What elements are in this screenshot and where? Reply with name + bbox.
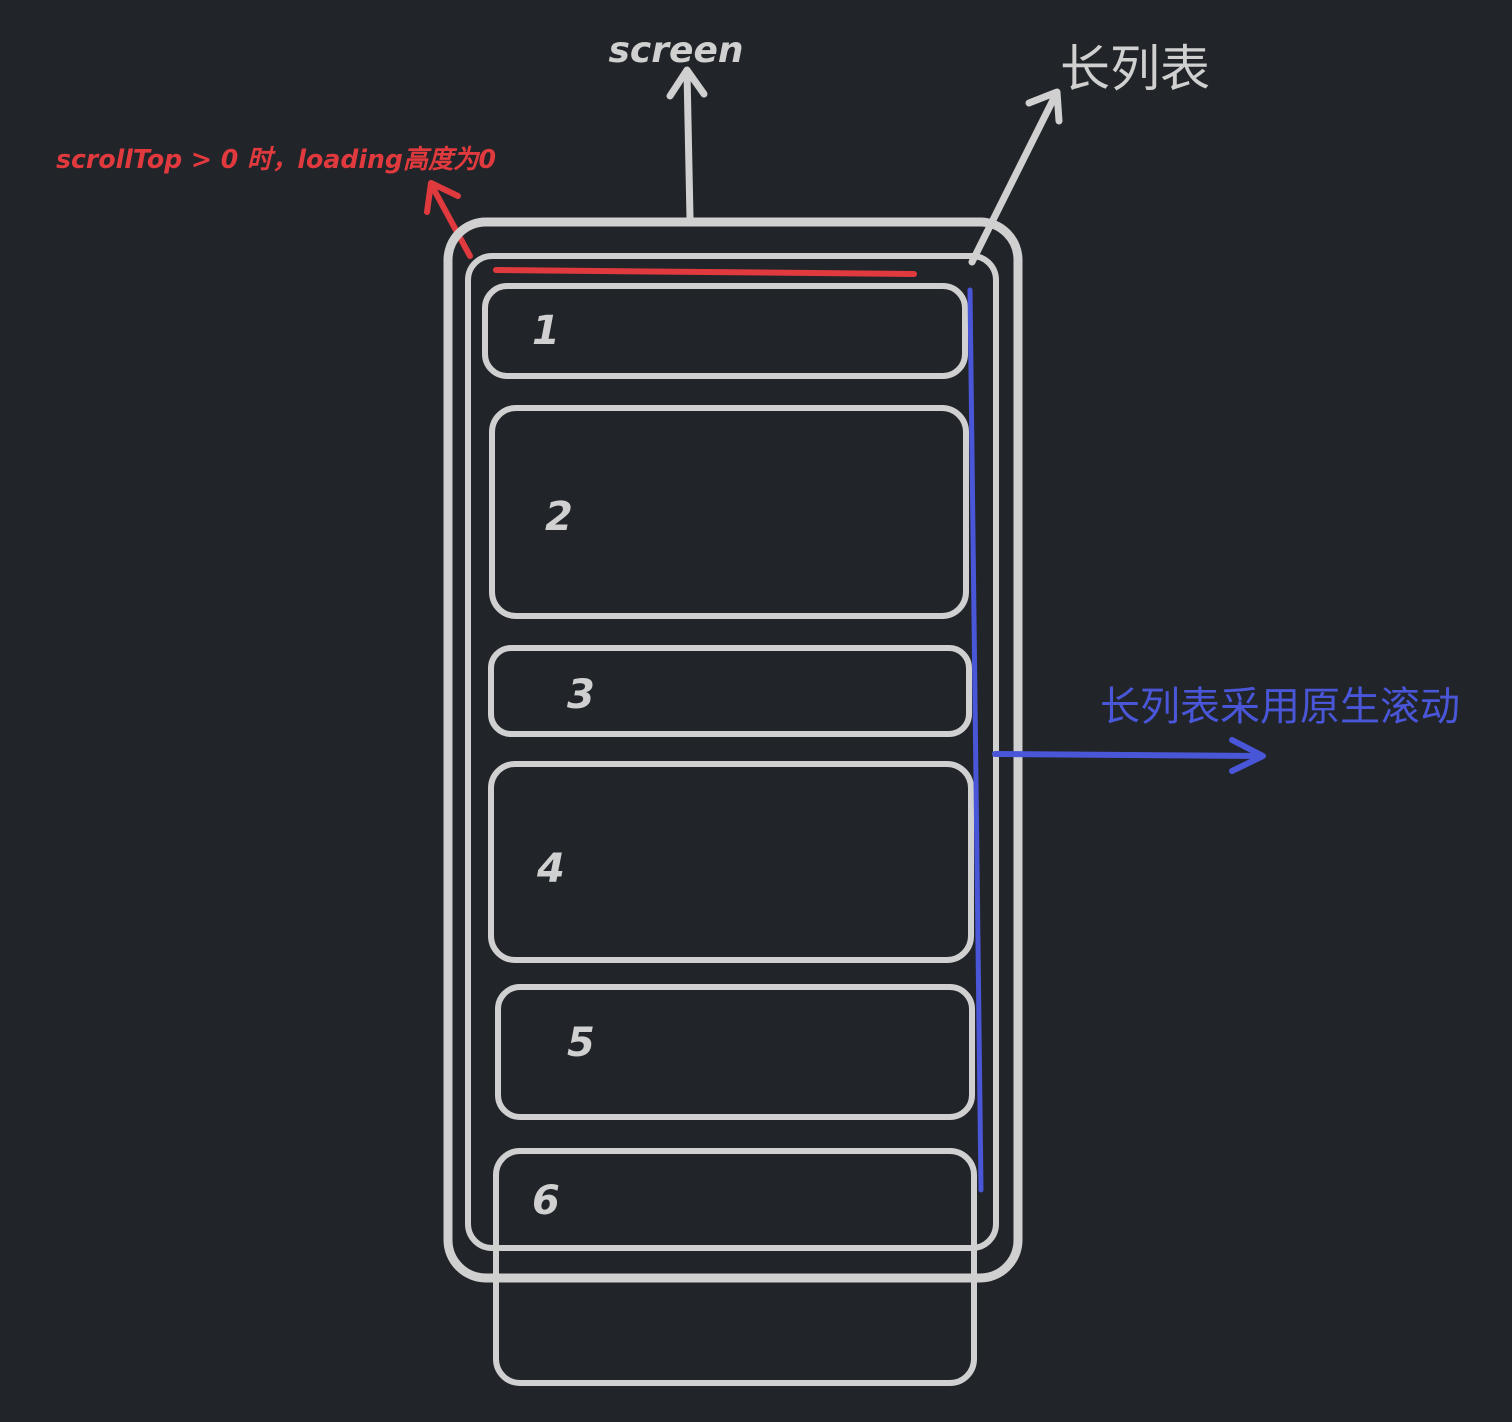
list-item: 4 <box>488 761 974 963</box>
long-list-arrow <box>968 88 1063 266</box>
loading-note-arrow <box>424 180 473 259</box>
list-item-number: 3 <box>567 672 595 718</box>
list-item-box <box>488 645 972 737</box>
native-scroll-label: 长列表采用原生滚动 <box>1100 684 1460 730</box>
loading-bar <box>493 267 917 277</box>
list-item-box <box>488 761 974 963</box>
list-item-number: 2 <box>545 494 573 540</box>
screen-arrow <box>666 66 708 222</box>
list-item: 2 <box>489 405 969 619</box>
loading-note-label: scrollTop > 0 时，loading高度为0 <box>56 145 496 175</box>
screen-label: screen <box>609 30 744 71</box>
list-item: 5 <box>495 984 975 1120</box>
list-item: 6 <box>493 1148 977 1386</box>
long-list-container <box>465 253 999 1251</box>
scroll-track-line <box>967 287 984 1193</box>
list-item: 1 <box>482 283 968 379</box>
long-list-label: 长列表 <box>1060 40 1210 98</box>
list-item-number: 4 <box>536 846 565 892</box>
list-item-box <box>489 405 969 619</box>
list-item-number: 5 <box>567 1020 595 1066</box>
list-item: 3 <box>488 645 972 737</box>
screen-frame <box>443 217 1023 1283</box>
list-item-number: 6 <box>532 1178 560 1224</box>
native-scroll-arrow <box>992 737 1266 774</box>
list-item-box <box>482 283 968 379</box>
list-item-number: 1 <box>532 308 560 354</box>
list-item-box <box>493 1148 977 1386</box>
list-item-box <box>495 984 975 1120</box>
